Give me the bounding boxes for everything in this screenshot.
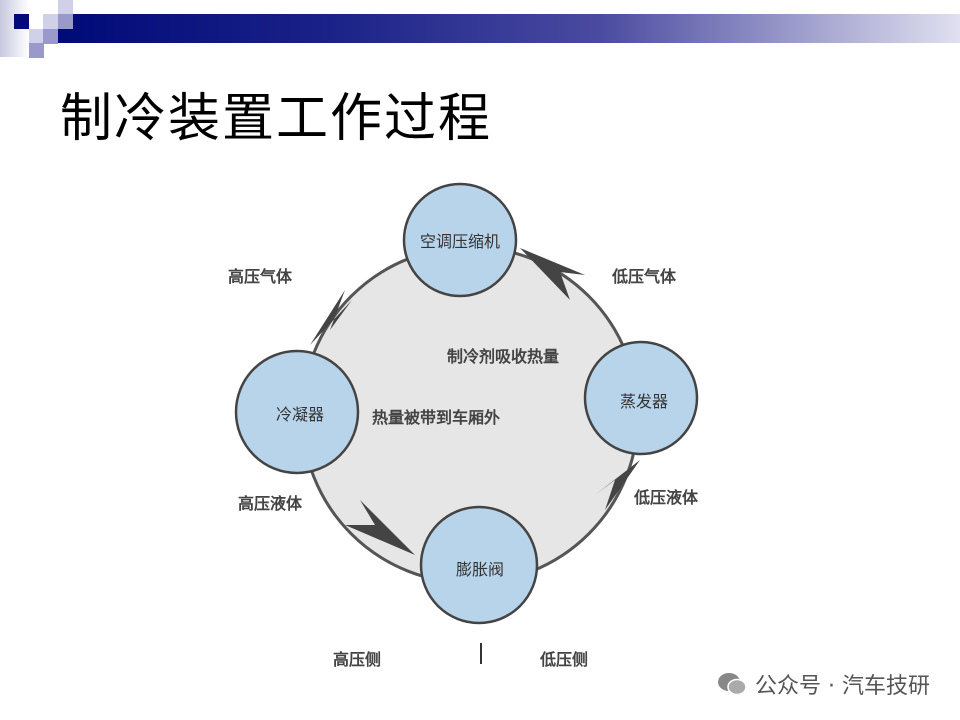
absorb-heat-label: 制冷剂吸收热量 — [447, 347, 560, 366]
evaporator-node — [583, 340, 699, 456]
condenser-label: 冷凝器 — [275, 405, 325, 424]
condenser-node — [234, 349, 360, 475]
wechat-icon — [718, 673, 747, 696]
decor-square — [29, 29, 44, 44]
expansion-valve-label: 膨胀阀 — [455, 560, 505, 579]
low-gas-label: 低压气体 — [612, 267, 677, 286]
decor-square — [43, 29, 58, 44]
arrow-low-liquid — [595, 460, 640, 510]
high-side-label: 高压侧 — [333, 650, 382, 669]
compressor-node — [402, 182, 518, 298]
slide-title: 制冷装置工作过程 — [60, 89, 493, 149]
decor-square — [43, 14, 58, 29]
watermark-text: 公众号 · 汽车技研 — [755, 674, 930, 699]
decor-square — [14, 14, 29, 29]
expansion-valve-node — [419, 505, 539, 625]
decor-square — [58, 0, 73, 15]
decor-square — [29, 43, 44, 58]
arrow-high-gas — [310, 290, 352, 345]
high-gas-label: 高压气体 — [228, 267, 293, 286]
arrow-high-liquid — [345, 500, 415, 555]
decor-square — [58, 14, 73, 29]
arrow-low-gas — [520, 248, 585, 300]
release-heat-label: 热量被带到车厢外 — [372, 408, 501, 427]
low-liquid-label: 低压液体 — [634, 488, 699, 507]
high-liquid-label: 高压液体 — [238, 494, 303, 513]
watermark: 公众号 · 汽车技研 — [717, 668, 930, 700]
compressor-label: 空调压缩机 — [419, 232, 501, 251]
low-side-label: 低压侧 — [540, 650, 589, 669]
evaporator-label: 蒸发器 — [619, 392, 669, 411]
header-bar — [58, 14, 960, 43]
